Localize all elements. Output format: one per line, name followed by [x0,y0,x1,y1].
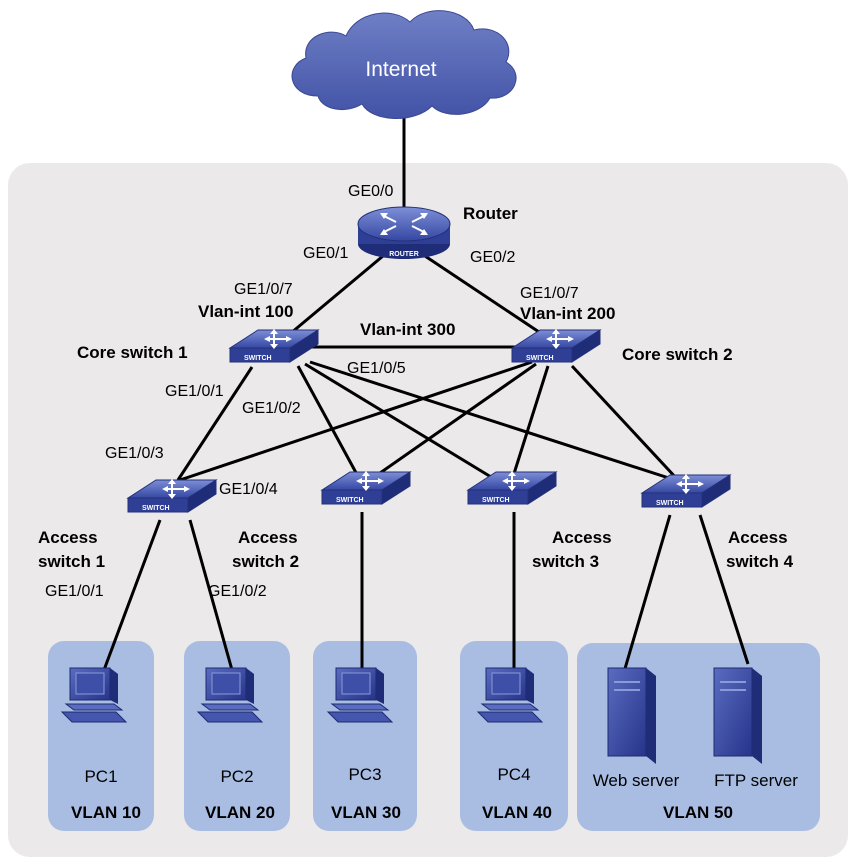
link-core2-access1 [179,360,533,482]
access-switch-2-label-line2: switch 2 [232,552,299,571]
core-switch-1-label: Core switch 1 [77,343,188,362]
core-switch-2-vlan-int: Vlan-int 200 [520,304,615,323]
web-server-icon [607,667,657,765]
link-core1-access4 [309,360,676,482]
pc2-label: PC2 [220,767,253,786]
access-switch-1-port-ge104: GE1/0/4 [219,481,278,498]
router-icon [357,206,451,259]
router-label: Router [463,204,518,223]
access-switch-2-label-line1: Access [238,528,298,547]
core-switch-1-vlan-int: Vlan-int 100 [198,302,293,321]
internet-label: Internet [365,58,436,81]
core-switch-1-port-ge101: GE1/0/1 [165,383,224,400]
link-core1-access2 [296,365,362,481]
core-switch-1-badge: SWITCH [244,355,272,362]
link-access1-pc2 [188,519,234,671]
core-switch-1-port: GE1/0/7 [234,281,293,298]
access-switch-3-badge: SWITCH [482,497,510,504]
access-switch-3-label-line2: switch 3 [532,552,599,571]
pc3-icon [327,667,393,723]
link-access4-web-server [622,514,672,673]
router-port-ge00: GE0/0 [348,183,393,200]
core-switch-2-port: GE1/0/7 [520,285,579,302]
vlan-20-label: VLAN 20 [205,803,275,822]
core-switch-2-label: Core switch 2 [622,345,733,364]
pc3-label: PC3 [348,765,381,784]
pc4-label: PC4 [497,765,530,784]
link-access4-ftp-server [698,514,750,665]
link-router-core1 [284,254,384,340]
access-switch-4-label-line2: switch 4 [726,552,794,571]
access-switch-1-label-line2: switch 1 [38,552,105,571]
access-switch-3-label-line1: Access [552,528,612,547]
access-switch-1-port-pc1: GE1/0/1 [45,583,104,600]
pc4-icon [477,667,543,723]
router-port-ge02: GE0/2 [470,249,515,266]
link-access1-pc1 [102,519,162,671]
pc1-label: PC1 [84,767,117,786]
web-server-label: Web server [593,771,680,790]
router-badge: ROUTER [389,251,419,258]
router-port-ge01: GE0/1 [303,245,348,262]
links [102,100,750,673]
ftp-server-icon [713,667,763,765]
vlan-40-label: VLAN 40 [482,803,552,822]
core-link-vlan-int: Vlan-int 300 [360,320,455,339]
link-core1-access3 [304,362,497,482]
internet-cloud-icon [291,10,517,119]
ftp-server-label: FTP server [714,771,798,790]
link-router-core2 [424,254,549,340]
access-switch-2-badge: SWITCH [336,497,364,504]
access-switch-1-port-pc2: GE1/0/2 [208,583,267,600]
access-switch-4-label-line1: Access [728,528,788,547]
pc2-icon [197,667,263,723]
access-switch-1-label-line1: Access [38,528,98,547]
link-core2-access2 [369,362,537,482]
access-switch-1-port-ge103: GE1/0/3 [105,445,164,462]
core-switch-1-port-ge105: GE1/0/5 [347,360,406,377]
core-switch-1-port-ge102: GE1/0/2 [242,400,301,417]
vlan-50-label: VLAN 50 [663,803,733,822]
vlan-10-label: VLAN 10 [71,803,141,822]
link-core2-access4 [570,364,680,482]
vlan-30-label: VLAN 30 [331,803,401,822]
access-switch-1-badge: SWITCH [142,505,170,512]
link-core2-access3 [510,365,550,481]
access-switch-4-badge: SWITCH [656,500,684,507]
core-switch-2-badge: SWITCH [526,355,554,362]
pc1-icon [61,667,127,723]
link-core1-access1 [176,366,254,481]
